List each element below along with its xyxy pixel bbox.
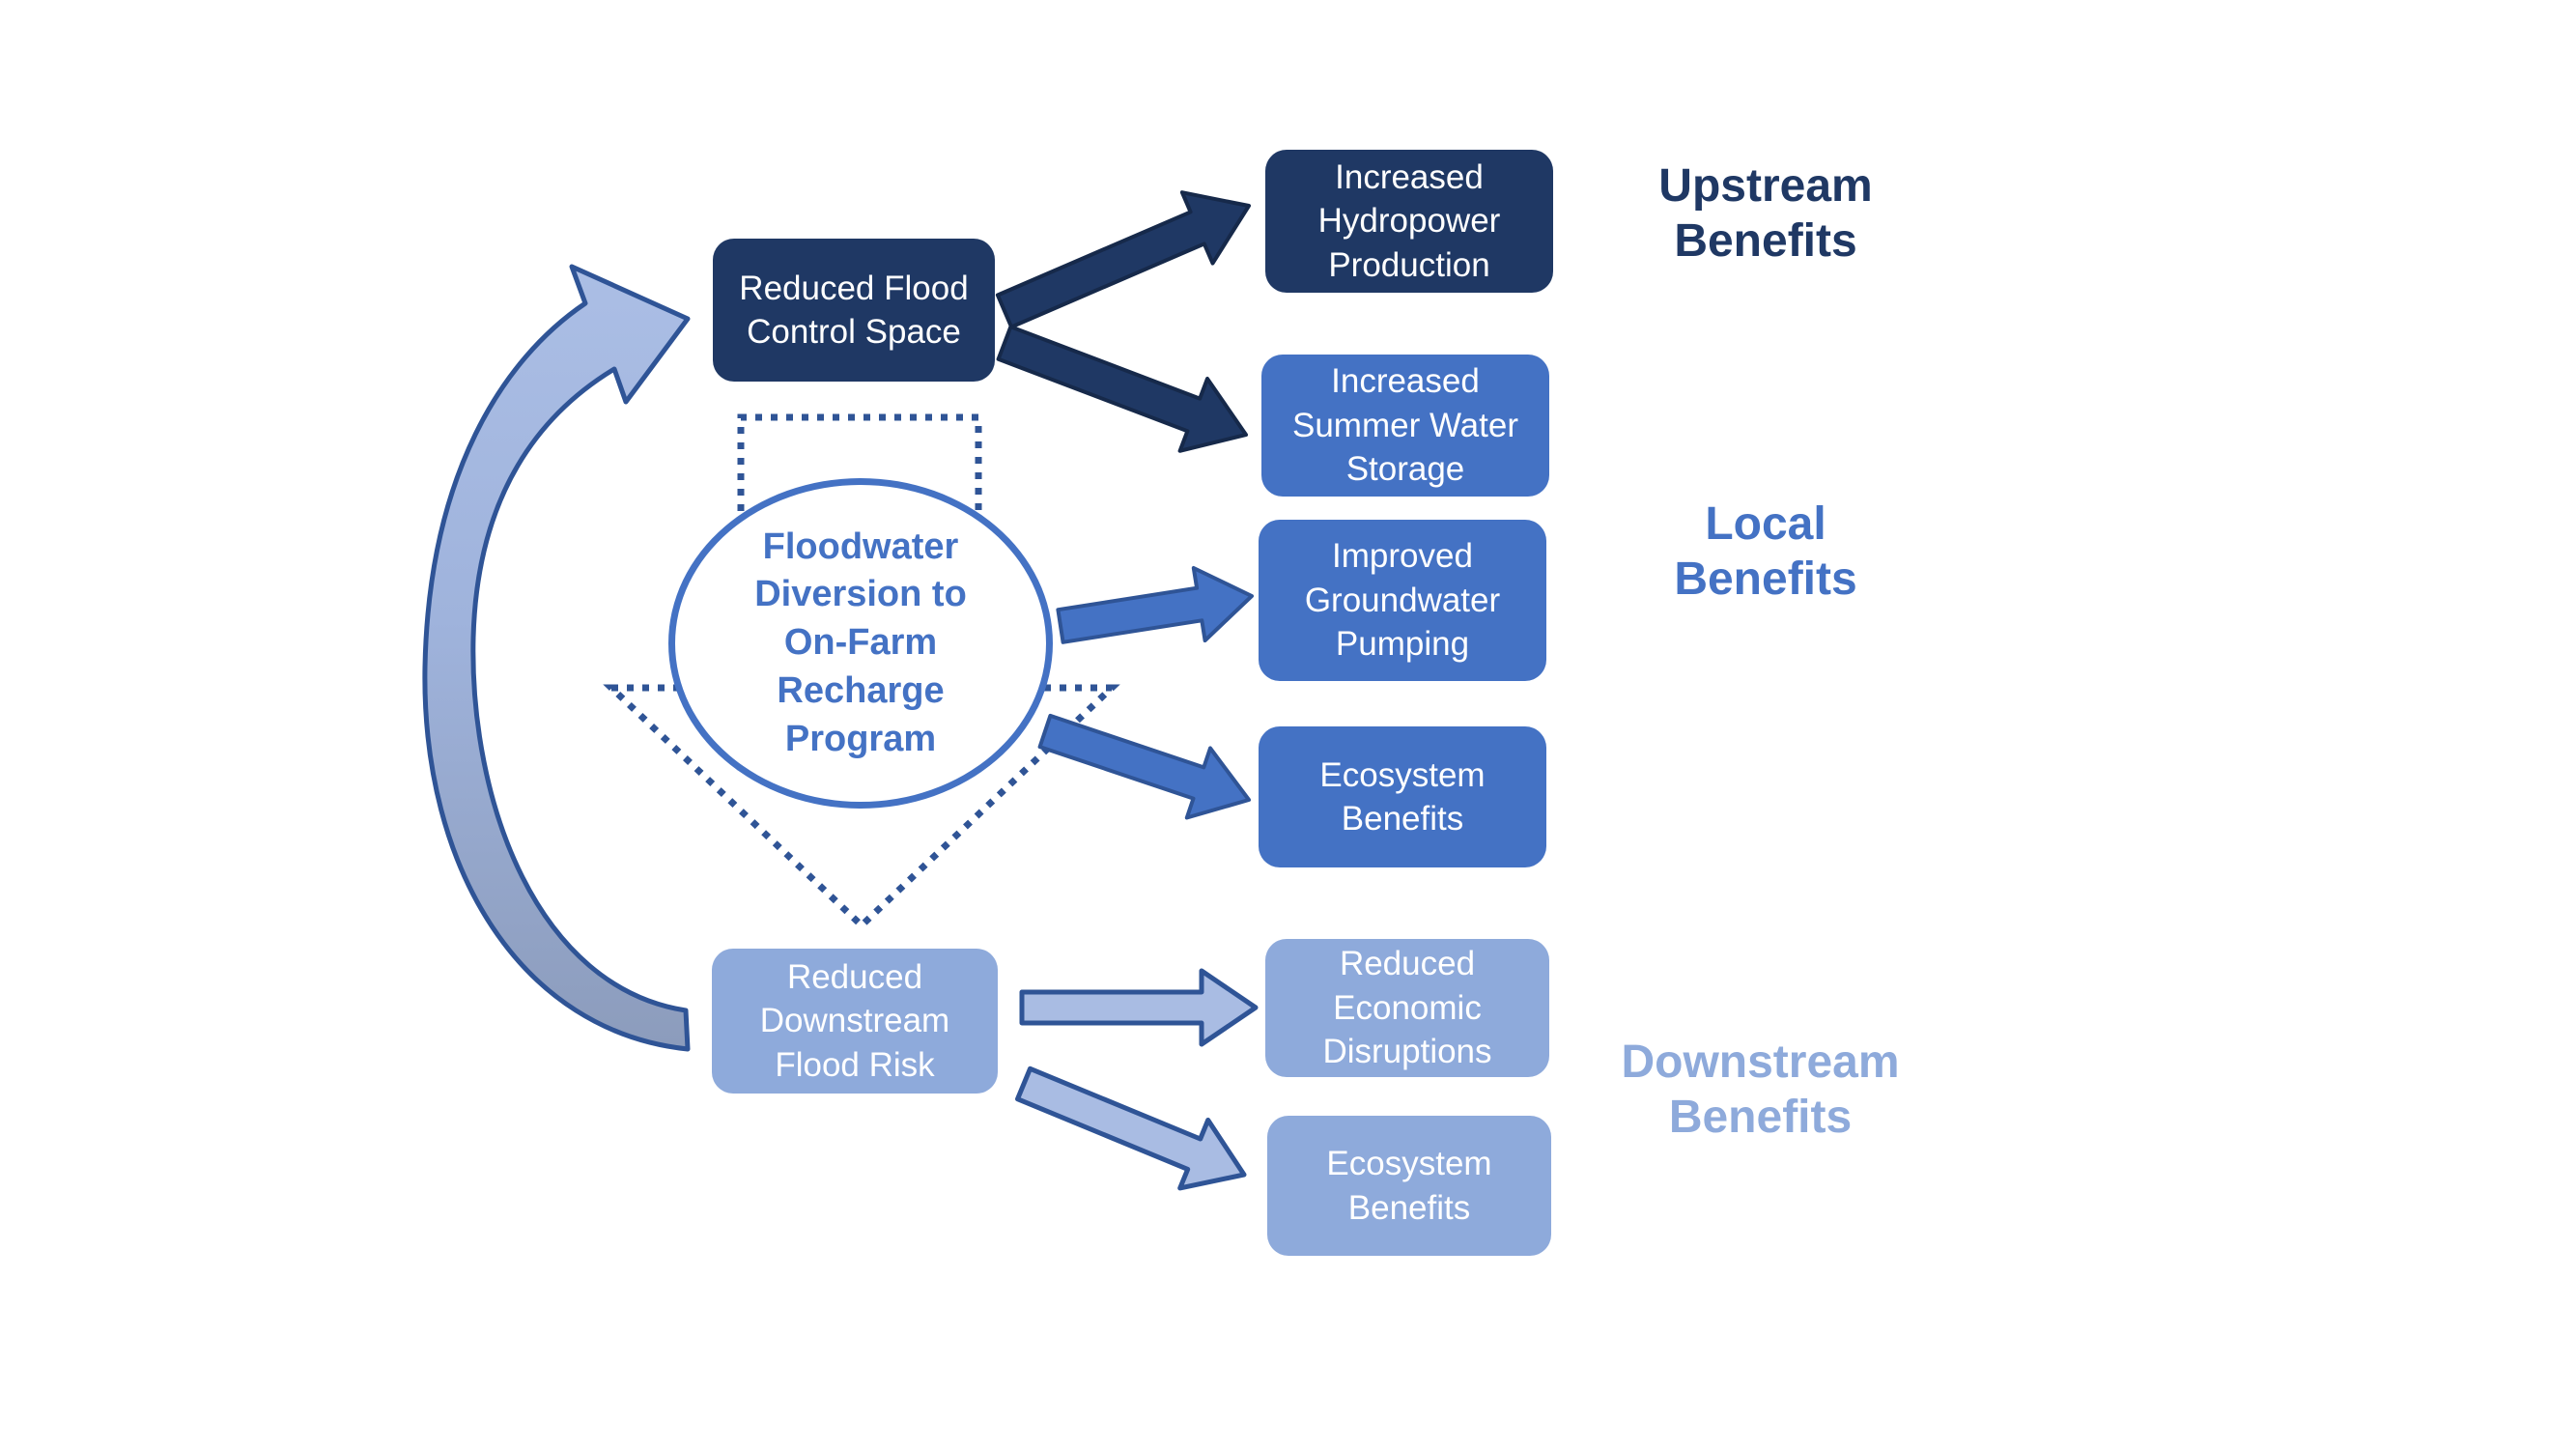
label-downstream-benefits: Downstream Benefits [1621, 1037, 1900, 1143]
arrow-to-summer-storage [996, 325, 1248, 453]
label-local-benefits: Local Benefits [1674, 498, 1857, 605]
node-increased-hydropower: Increased Hydropower Production [1265, 150, 1553, 293]
arrow-to-ecosystem-local [1037, 713, 1251, 820]
arrow-to-economic [1019, 968, 1259, 1047]
node-ecosystem-benefits-downstream: Ecosystem Benefits [1267, 1116, 1551, 1256]
central-program-ellipse: Floodwater Diversion to On-Farm Recharge… [668, 478, 1053, 809]
arrow-to-ecosystem-downstream [1015, 1065, 1247, 1191]
arrow-to-hydropower [995, 190, 1251, 329]
node-ecosystem-benefits-local: Ecosystem Benefits [1259, 726, 1546, 867]
node-increased-summer-water-storage: Increased Summer Water Storage [1261, 355, 1549, 497]
curved-feedback-arrow [422, 264, 691, 1052]
label-upstream-benefits: Upstream Benefits [1658, 160, 1873, 267]
node-improved-groundwater-pumping: Improved Groundwater Pumping [1259, 520, 1546, 681]
node-reduced-downstream-flood-risk: Reduced Downstream Flood Risk [712, 949, 998, 1094]
node-reduced-economic-disruptions: Reduced Economic Disruptions [1265, 939, 1549, 1077]
node-reduced-flood-control: Reduced Flood Control Space [713, 239, 995, 382]
arrow-to-groundwater [1056, 566, 1254, 644]
